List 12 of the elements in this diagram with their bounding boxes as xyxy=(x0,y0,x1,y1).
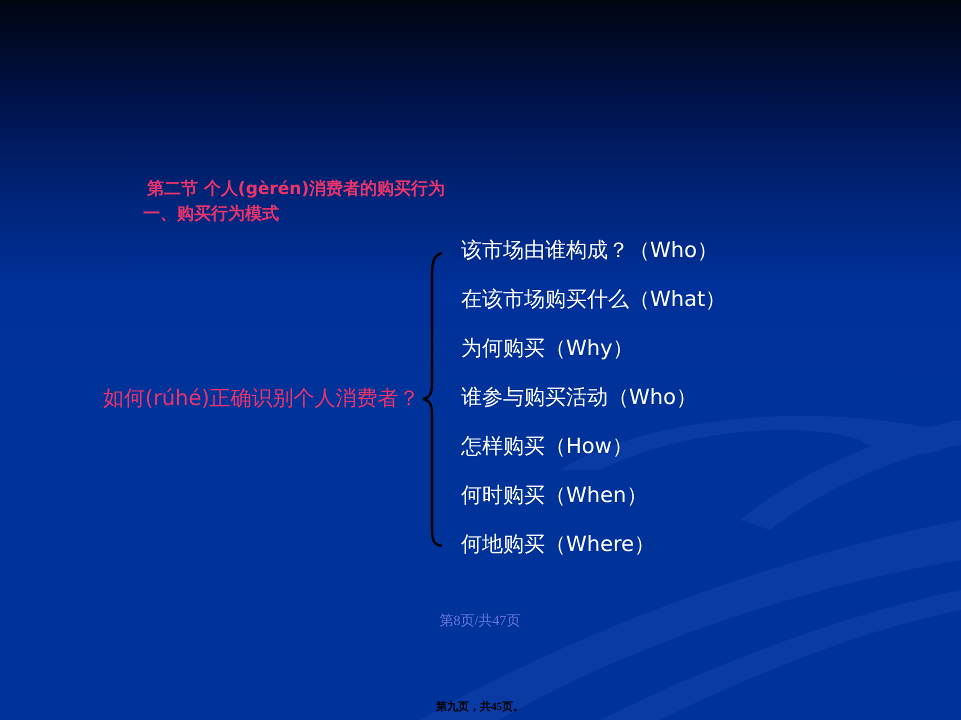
list-item: 何地购买（Where） xyxy=(461,532,656,558)
subheading: 一、购买行为模式 xyxy=(143,204,279,224)
list-item: 怎样购买（How） xyxy=(461,434,633,460)
list-item: 该市场由谁构成？（Who） xyxy=(461,238,718,264)
list-item: 何时购买（When） xyxy=(461,483,648,509)
page-number: 第九页，共45页。 xyxy=(436,701,524,715)
page-number: 第8页/共47页 xyxy=(440,614,520,630)
slide-title: 第二节 个人(gèrén)消费者的购买行为 xyxy=(147,178,446,200)
list-item: 在该市场购买什么（What） xyxy=(461,287,726,313)
question-text: 如何(rúhé)正确识别个人消费者？ xyxy=(103,386,420,412)
list-item: 为何购买（Why） xyxy=(461,336,634,362)
list-item: 谁参与购买活动（Who） xyxy=(461,385,697,411)
